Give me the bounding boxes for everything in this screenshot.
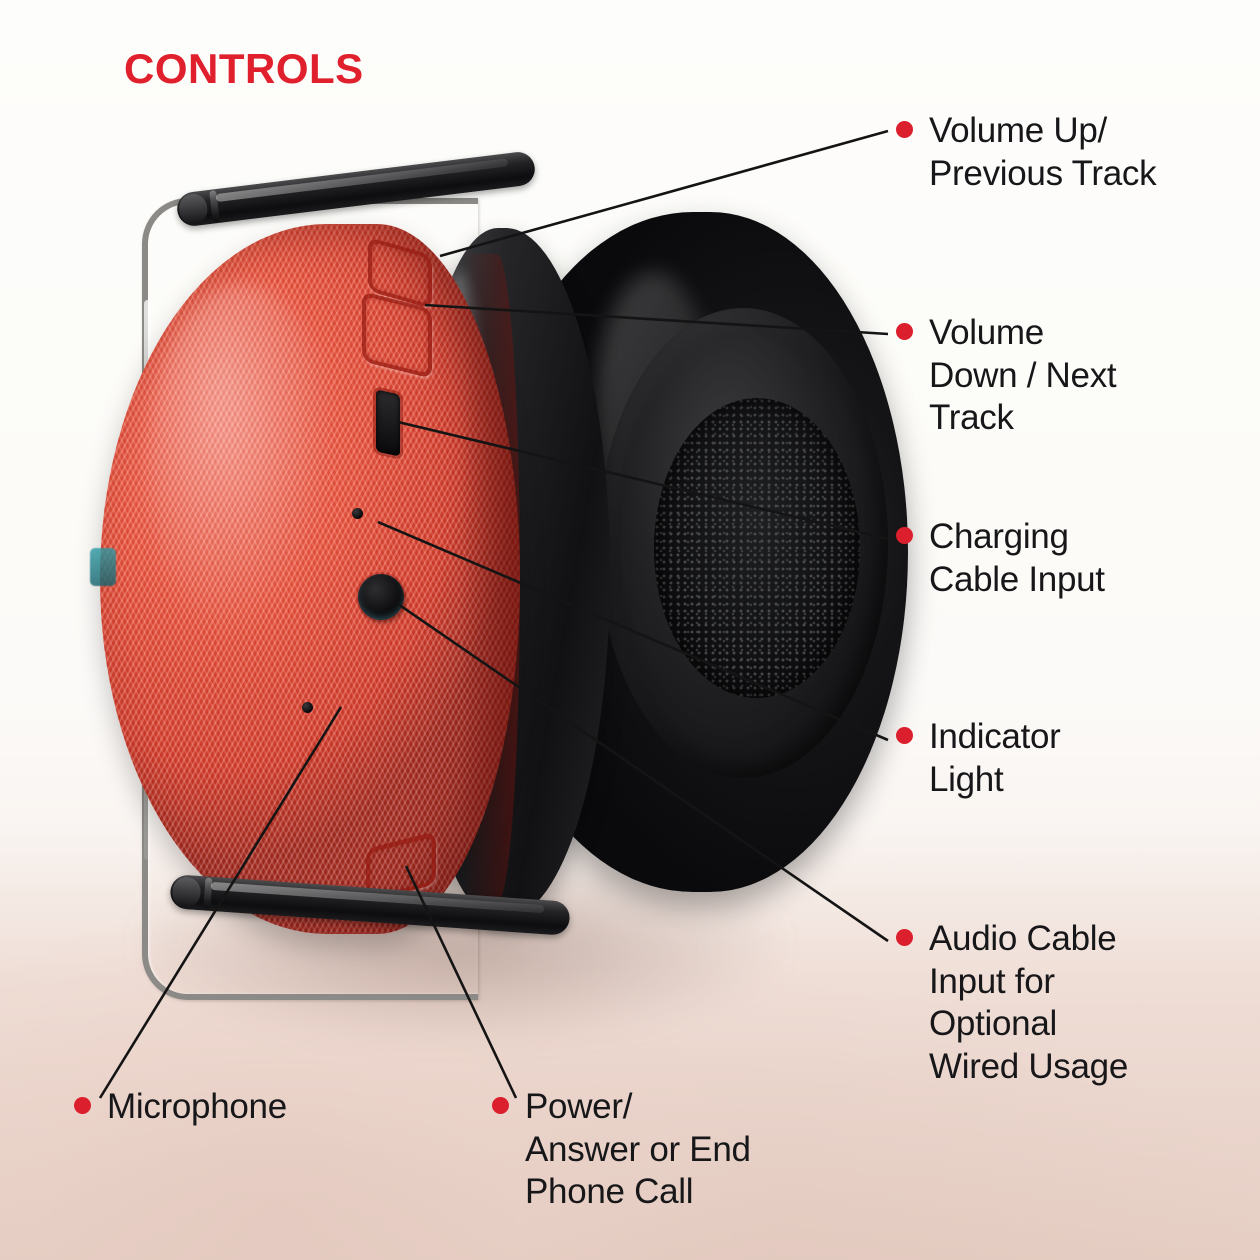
ear-cushion-foam [654,398,860,698]
tube-highlight [215,158,509,203]
teal-accent-chip [90,548,116,586]
callout-label: Volume Down / Next Track [929,313,1117,438]
indicator-led [352,508,363,519]
callout-label: Power/ Answer or End Phone Call [525,1087,751,1212]
tube-end-cap [171,876,202,909]
product-photo-headphone [80,150,908,1040]
callout-volume-up[interactable]: Volume Up/ Previous Track [896,110,1157,195]
callout-power[interactable]: Power/ Answer or End Phone Call [492,1086,751,1214]
callout-bullet-icon [896,527,913,544]
callout-bullet-icon [896,121,913,138]
tube-end-cap [177,192,209,226]
callout-label: Charging Cable Input [929,517,1105,599]
callout-label: Indicator Light [929,717,1061,799]
callout-volume-down[interactable]: Volume Down / Next Track [896,312,1117,440]
microphone-hole [302,702,313,713]
red-shell-edge-shading [462,254,520,904]
callout-bullet-icon [74,1097,91,1114]
audio-jack-port[interactable] [358,574,404,620]
callout-bullet-icon [492,1097,509,1114]
callout-label: Audio Cable Input for Optional Wired Usa… [929,919,1128,1087]
usb-charging-port[interactable] [376,389,400,457]
red-shell-gloss [146,284,336,644]
callout-bullet-icon [896,929,913,946]
page-title: CONTROLS [124,45,364,92]
callout-label: Microphone [107,1087,287,1126]
callout-charging-input[interactable]: Charging Cable Input [896,516,1105,601]
callout-bullet-icon [896,727,913,744]
callout-audio-input[interactable]: Audio Cable Input for Optional Wired Usa… [896,918,1128,1089]
callout-indicator-light[interactable]: Indicator Light [896,716,1061,801]
callout-microphone[interactable]: Microphone [74,1086,287,1129]
callout-bullet-icon [896,323,913,340]
callout-label: Volume Up/ Previous Track [929,111,1157,193]
